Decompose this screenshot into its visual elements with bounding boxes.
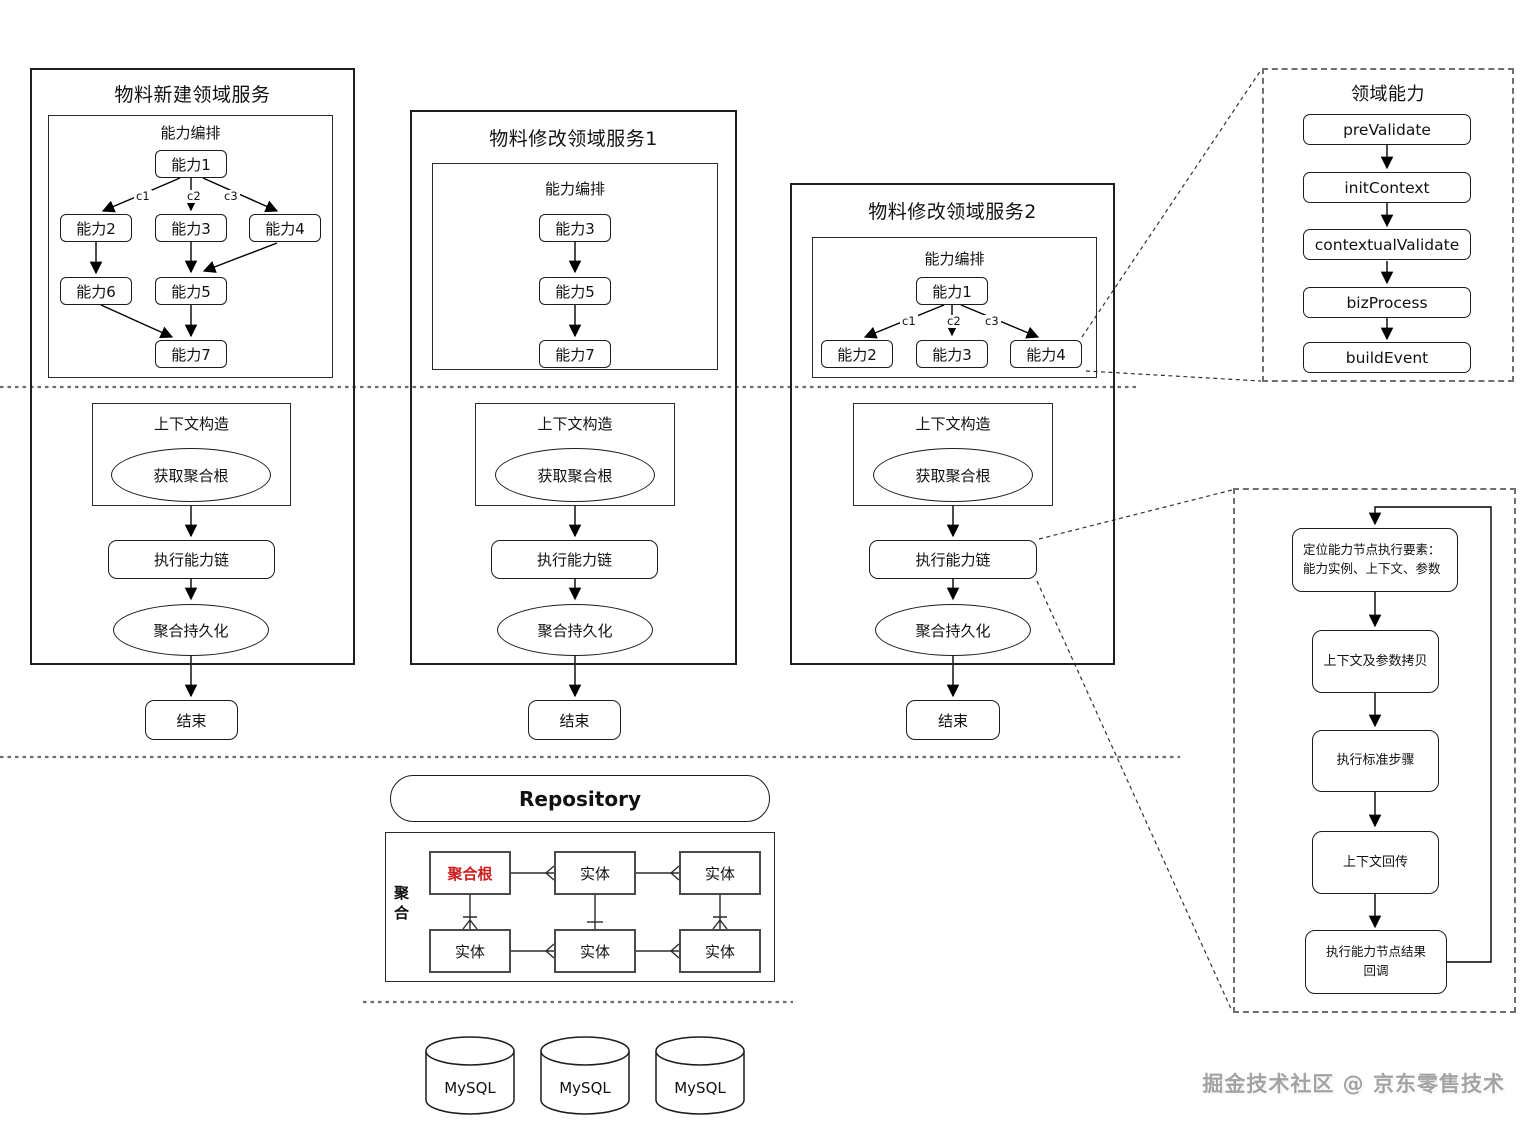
p2-persist: 聚合持久化	[497, 604, 653, 656]
p1-get-aggregate-root: 获取聚合根	[111, 448, 271, 502]
mysql-cylinders	[425, 1036, 745, 1115]
p3-edge-label-c1: c1	[900, 314, 918, 328]
panel-material-modify2	[790, 183, 1115, 665]
panel-domain-capability	[1262, 68, 1514, 382]
detail-step-context-return: 上下文回传	[1312, 831, 1439, 894]
panel-material-modify1-title: 物料修改领域服务1	[489, 128, 658, 150]
p1-node-capability5: 能力5	[155, 277, 227, 305]
detail-step-copy-context: 上下文及参数拷贝	[1312, 630, 1439, 693]
detail-step-locate-line2: 能力实例、上下文、参数	[1303, 561, 1441, 576]
capability-step-contextualvalidate: contextualValidate	[1303, 229, 1471, 260]
p3-context-box	[853, 403, 1053, 506]
p1-context-label: 上下文构造	[153, 415, 229, 433]
p3-node-capability1: 能力1	[916, 277, 988, 305]
separator-lines	[0, 385, 1180, 1004]
p3-node-capability4: 能力4	[1010, 340, 1082, 368]
p3-context-label: 上下文构造	[915, 415, 991, 433]
p1-persist: 聚合持久化	[113, 604, 269, 656]
panel-material-create	[30, 68, 355, 665]
p1-exec-chain: 执行能力链	[108, 540, 275, 579]
p3-persist: 聚合持久化	[875, 604, 1031, 656]
domain-capability-title: 领域能力	[1351, 84, 1425, 105]
er-entity-4: 实体	[554, 929, 636, 973]
p1-context-box	[92, 403, 291, 506]
mysql-label-3: MySQL	[674, 1079, 726, 1097]
p2-context-label: 上下文构造	[537, 415, 613, 433]
p3-end: 结束	[906, 700, 1000, 740]
p1-node-capability7: 能力7	[155, 340, 227, 368]
p3-exec-chain: 执行能力链	[869, 540, 1037, 579]
er-relations	[462, 865, 728, 959]
panel-material-create-title: 物料新建领域服务	[114, 84, 271, 106]
p1-node-capability2: 能力2	[60, 214, 132, 242]
detail-step-locate-line1: 定位能力节点执行要素：	[1303, 542, 1441, 558]
capability-step-initcontext: initContext	[1303, 172, 1471, 203]
mysql-label-1: MySQL	[444, 1079, 496, 1097]
p2-node-capability5: 能力5	[539, 277, 611, 305]
p2-end: 结束	[528, 700, 621, 740]
p1-end: 结束	[145, 700, 238, 740]
p1-node-capability4: 能力4	[249, 214, 321, 242]
p2-exec-chain: 执行能力链	[491, 540, 658, 579]
mysql-label-2: MySQL	[559, 1079, 611, 1097]
p3-node-capability2: 能力2	[821, 340, 893, 368]
aggregate-label: 聚合	[393, 884, 409, 923]
p1-edge-label-c3: c3	[222, 189, 240, 203]
p2-orchestration-box	[432, 163, 718, 370]
er-entity-5: 实体	[679, 929, 761, 973]
p3-orchestration-box	[812, 237, 1097, 378]
p3-get-aggregate-root: 获取聚合根	[873, 448, 1033, 502]
p2-get-aggregate-root: 获取聚合根	[495, 448, 655, 502]
p1-edge-label-c2: c2	[185, 189, 203, 203]
panel-material-modify1	[410, 110, 737, 665]
aggregate-box	[385, 832, 775, 982]
capability-step-prevalidate: preValidate	[1303, 114, 1471, 145]
capability-step-buildevent: buildEvent	[1303, 342, 1471, 373]
p1-node-capability6: 能力6	[60, 277, 132, 305]
panel-execution-detail	[1233, 488, 1516, 1013]
p2-context-box	[475, 403, 675, 506]
p3-edge-label-c3: c3	[983, 314, 1001, 328]
p3-edge-label-c2: c2	[945, 314, 963, 328]
callout-lines	[1036, 69, 1262, 1012]
er-aggregate-root: 聚合根	[429, 851, 511, 895]
p1-orchestration-box	[48, 115, 333, 378]
p1-node-capability1: 能力1	[155, 150, 227, 178]
detail-step-callback: 执行能力节点结果 回调	[1305, 930, 1447, 994]
er-entity-2: 实体	[679, 851, 761, 895]
capability-step-bizprocess: bizProcess	[1303, 287, 1471, 318]
p2-node-capability7: 能力7	[539, 340, 611, 368]
p1-edge-label-c1: c1	[134, 189, 152, 203]
panel-material-modify2-title: 物料修改领域服务2	[868, 201, 1037, 223]
p3-node-capability3: 能力3	[916, 340, 988, 368]
detail-step-callback-line1: 执行能力节点结果	[1325, 944, 1426, 960]
detail-step-callback-line2: 回调	[1363, 963, 1389, 978]
detail-step-locate: 定位能力节点执行要素： 能力实例、上下文、参数	[1292, 528, 1458, 592]
watermark: 掘金技术社区 @ 京东零售技术	[1202, 1072, 1505, 1096]
p1-node-capability3: 能力3	[155, 214, 227, 242]
p1-orchestration-label: 能力编排	[160, 124, 221, 142]
p3-orchestration-label: 能力编排	[924, 250, 985, 268]
p2-node-capability3: 能力3	[539, 214, 611, 242]
er-entity-1: 实体	[554, 851, 636, 895]
p2-orchestration-label: 能力编排	[544, 180, 605, 198]
er-entity-3: 实体	[429, 929, 511, 973]
repository-pill: Repository	[390, 775, 770, 822]
detail-step-standard: 执行标准步骤	[1312, 730, 1439, 792]
